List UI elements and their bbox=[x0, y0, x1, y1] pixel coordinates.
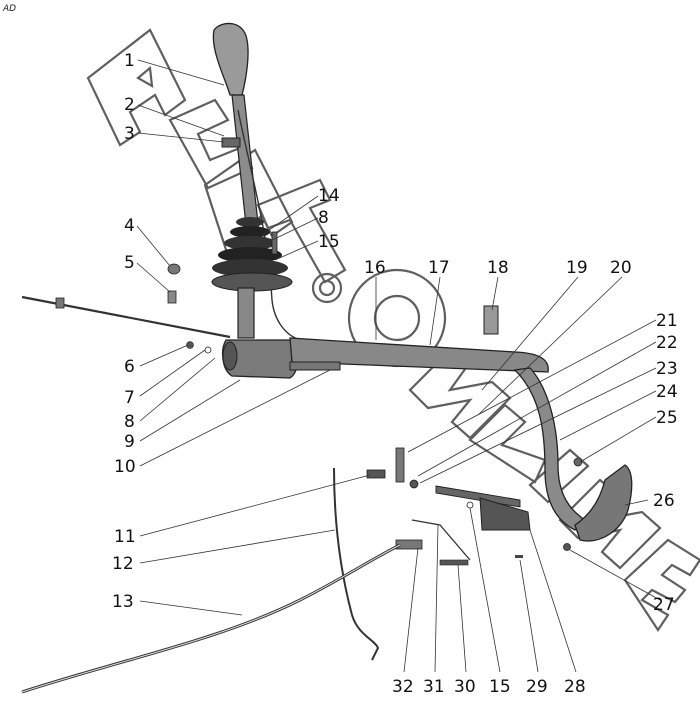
callout-label: 3 bbox=[124, 124, 135, 144]
callout-label: 9 bbox=[124, 432, 135, 452]
leader-lines bbox=[136, 59, 661, 673]
pin-29 bbox=[515, 555, 523, 558]
callout-label: 7 bbox=[124, 388, 135, 408]
callout-label: 13 bbox=[112, 592, 134, 612]
lever-base-stem bbox=[237, 287, 255, 339]
callout-label: 6 bbox=[124, 357, 135, 377]
spring-clip-31 bbox=[411, 519, 471, 561]
callout-label: 15 bbox=[489, 677, 511, 697]
gear-knob bbox=[212, 22, 249, 96]
nut-25 bbox=[573, 457, 583, 467]
nut-6 bbox=[186, 341, 194, 349]
corner-code: AD bbox=[2, 4, 16, 14]
gear-lever-assembly bbox=[211, 22, 301, 341]
selector-housing bbox=[221, 339, 299, 379]
nut-4 bbox=[167, 263, 181, 275]
callout-label: 22 bbox=[656, 333, 678, 353]
washer-15b bbox=[466, 501, 474, 509]
bush-18 bbox=[483, 305, 499, 335]
left-control-rod bbox=[21, 295, 231, 339]
nut-27 bbox=[563, 543, 571, 551]
callout-label: 31 bbox=[423, 677, 445, 697]
callout-label: 25 bbox=[656, 408, 678, 428]
cable-13 bbox=[21, 543, 401, 694]
callout-label: 11 bbox=[114, 527, 136, 547]
callout-label: 1 bbox=[124, 51, 135, 71]
callout-label: 15 bbox=[318, 232, 340, 252]
callout-label: 16 bbox=[364, 258, 386, 278]
callout-label: 19 bbox=[566, 258, 588, 278]
callout-label: 12 bbox=[112, 554, 134, 574]
small-parts bbox=[167, 263, 583, 566]
callout-labels: 1 2 3 4 5 6 7 8 9 10 11 12 13 14 8 15 16… bbox=[112, 51, 678, 697]
callout-label: 26 bbox=[653, 491, 675, 511]
callout-label: 4 bbox=[124, 216, 135, 236]
callout-label: 28 bbox=[564, 677, 586, 697]
callout-label: 21 bbox=[656, 311, 678, 331]
gearbox-lever-end bbox=[574, 464, 633, 542]
pin-30 bbox=[439, 559, 469, 566]
nut-23 bbox=[409, 479, 419, 489]
callout-label: 14 bbox=[318, 186, 340, 206]
pipe-12 bbox=[333, 467, 380, 661]
rod-end-28 bbox=[435, 485, 521, 508]
callout-label: 32 bbox=[392, 677, 414, 697]
callout-label: 2 bbox=[124, 95, 135, 115]
callout-label: 8 bbox=[124, 412, 135, 432]
callout-label: 8 bbox=[318, 208, 329, 228]
lever-collar bbox=[221, 137, 241, 148]
lower-shift-rod bbox=[289, 361, 341, 371]
sleeve-11 bbox=[366, 469, 386, 479]
callout-label: 20 bbox=[610, 258, 632, 278]
callout-label: 23 bbox=[656, 359, 678, 379]
fitting-32 bbox=[395, 539, 423, 550]
callout-label: 10 bbox=[114, 457, 136, 477]
callout-label: 24 bbox=[656, 382, 678, 402]
left-rod-clamp bbox=[55, 297, 65, 309]
callout-label: 29 bbox=[526, 677, 548, 697]
lever-boot bbox=[211, 217, 293, 292]
washer-7 bbox=[204, 346, 212, 354]
callout-label: 27 bbox=[653, 595, 675, 615]
callout-label: 5 bbox=[124, 253, 135, 273]
pin-5 bbox=[167, 290, 177, 304]
link-22 bbox=[395, 447, 405, 483]
bolt-14 bbox=[271, 231, 278, 255]
callout-label: 18 bbox=[487, 258, 509, 278]
callout-label: 30 bbox=[454, 677, 476, 697]
cable-13-inner bbox=[21, 544, 401, 693]
callout-label: 17 bbox=[428, 258, 450, 278]
main-shift-rod bbox=[289, 337, 549, 373]
